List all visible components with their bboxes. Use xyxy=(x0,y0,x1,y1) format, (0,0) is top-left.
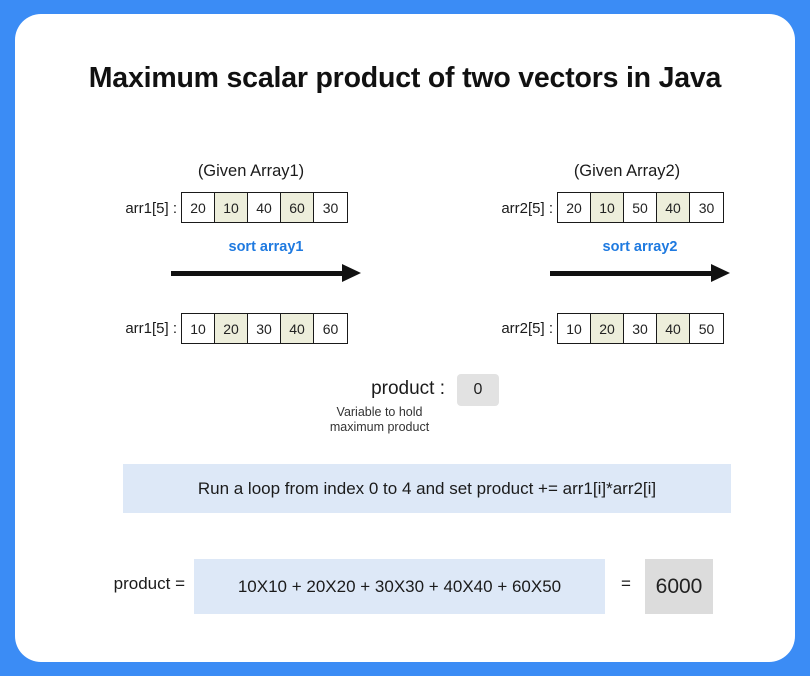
array2-given-label: arr2[5] : xyxy=(501,200,553,217)
array-cell: 40 xyxy=(281,314,314,343)
arrow-line xyxy=(550,271,712,276)
sort-array2-arrow: sort array2 xyxy=(550,239,730,289)
array-cell: 40 xyxy=(657,314,690,343)
final-result-box: 6000 xyxy=(645,559,713,614)
column-heading-array2: (Given Array2) xyxy=(573,162,681,180)
array-cell: 30 xyxy=(248,314,281,343)
array-cell: 20 xyxy=(591,314,624,343)
product-value-box: 0 xyxy=(457,374,499,406)
array-cell: 50 xyxy=(690,314,723,343)
array-cell: 60 xyxy=(281,193,314,222)
array-cell: 20 xyxy=(215,314,248,343)
array-cell: 20 xyxy=(182,193,215,222)
array-cell: 30 xyxy=(690,193,723,222)
column-heading-array1: (Given Array1) xyxy=(197,162,305,180)
array-cell: 10 xyxy=(591,193,624,222)
array-cell: 20 xyxy=(558,193,591,222)
arrow-line xyxy=(171,271,343,276)
product-label: product : xyxy=(371,378,445,399)
loop-instruction-bar: Run a loop from index 0 to 4 and set pro… xyxy=(123,464,731,513)
array-cell: 10 xyxy=(182,314,215,343)
array2-sorted-box: 10 20 30 40 50 xyxy=(557,313,724,344)
array-cell: 40 xyxy=(248,193,281,222)
diagram-card: Maximum scalar product of two vectors in… xyxy=(15,14,795,662)
arrow-head-icon xyxy=(711,264,730,282)
array-cell: 40 xyxy=(657,193,690,222)
array-cell: 10 xyxy=(558,314,591,343)
array-cell: 50 xyxy=(624,193,657,222)
array2-sorted-label: arr2[5] : xyxy=(501,320,553,337)
sort-array1-arrow: sort array1 xyxy=(171,239,361,289)
sort-array2-label: sort array2 xyxy=(602,239,678,255)
final-equals-sign: = xyxy=(621,574,631,593)
array1-given-box: 20 10 40 60 30 xyxy=(181,192,348,223)
array-cell: 30 xyxy=(314,193,347,222)
final-product-expression: 10X10 + 20X20 + 30X30 + 40X40 + 60X50 xyxy=(194,559,605,614)
array-cell: 60 xyxy=(314,314,347,343)
array-cell: 30 xyxy=(624,314,657,343)
sort-array1-label: sort array1 xyxy=(228,239,304,255)
arrow-head-icon xyxy=(342,264,361,282)
array-cell: 10 xyxy=(215,193,248,222)
array2-given-box: 20 10 50 40 30 xyxy=(557,192,724,223)
array1-sorted-box: 10 20 30 40 60 xyxy=(181,313,348,344)
array1-given-label: arr1[5] : xyxy=(125,200,177,217)
final-product-label: product = xyxy=(113,574,185,593)
product-caption: Variable to hold maximum product xyxy=(329,405,430,434)
page-title: Maximum scalar product of two vectors in… xyxy=(88,62,722,94)
array1-sorted-label: arr1[5] : xyxy=(125,320,177,337)
